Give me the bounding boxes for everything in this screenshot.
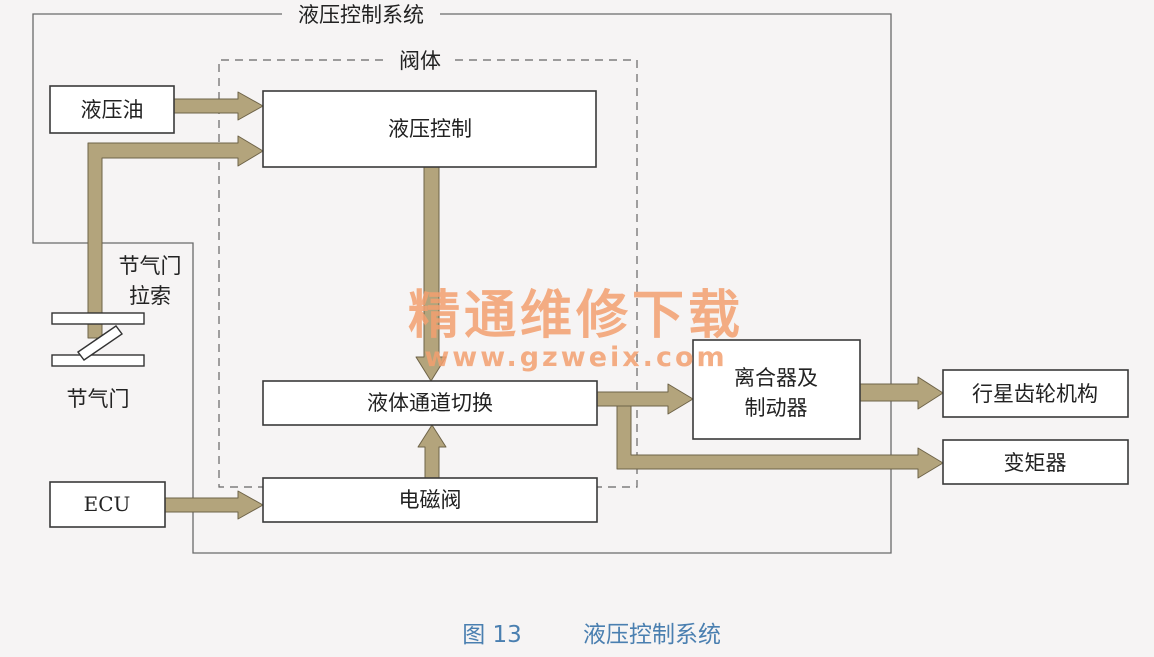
box-fluid-channel-switch-label: 液体通道切换	[367, 391, 493, 415]
arrow-control-to-switch	[415, 166, 447, 382]
throttle-label: 节气门	[67, 387, 130, 411]
arrows	[87, 91, 944, 520]
box-hydraulic-oil-label: 液压油	[81, 98, 144, 122]
box-hydraulic-control: 液压控制	[262, 90, 597, 168]
watermark-url: www.gzweix.com	[424, 342, 727, 373]
throttle-symbol	[51, 312, 145, 367]
box-planetary-gear-label: 行星齿轮机构	[972, 382, 1098, 406]
box-clutch-brake: 离合器及 制动器	[692, 339, 861, 440]
throttle-cable-label-1: 节气门	[119, 254, 182, 278]
box-hydraulic-oil: 液压油	[49, 85, 175, 134]
box-solenoid-valve-label: 电磁阀	[399, 488, 462, 512]
box-planetary-gear: 行星齿轮机构	[942, 369, 1129, 418]
arrow-switch-to-clutch	[596, 383, 694, 415]
system-frame	[32, 13, 892, 554]
figure-title: 液压控制系统	[583, 622, 721, 648]
figure-number: 图 13	[462, 622, 522, 648]
arrow-oil-to-control	[173, 91, 264, 121]
arrow-cable-to-control	[87, 135, 264, 339]
arrow-ecu-to-solenoid	[164, 490, 264, 520]
box-torque-converter-label: 变矩器	[1004, 451, 1067, 475]
watermark-text: 精通维修下载	[408, 286, 744, 346]
arrow-clutch-to-planetary	[859, 376, 944, 410]
box-clutch-brake-label-2: 制动器	[745, 396, 808, 420]
throttle-cable-label-2: 拉索	[129, 284, 171, 308]
arrow-switch-to-torque-converter	[616, 405, 944, 479]
box-hydraulic-control-label: 液压控制	[388, 117, 472, 141]
system-frame-label: 液压控制系统	[298, 3, 424, 27]
box-fluid-channel-switch: 液体通道切换	[262, 380, 598, 426]
box-solenoid-valve: 电磁阀	[262, 477, 598, 523]
arrow-solenoid-to-switch	[417, 424, 447, 479]
box-ecu: ECU	[49, 481, 166, 528]
valve-body-label: 阀体	[399, 49, 441, 73]
box-ecu-label: ECU	[84, 492, 131, 516]
box-clutch-brake-label-1: 离合器及	[734, 366, 818, 390]
box-torque-converter: 变矩器	[942, 439, 1129, 485]
